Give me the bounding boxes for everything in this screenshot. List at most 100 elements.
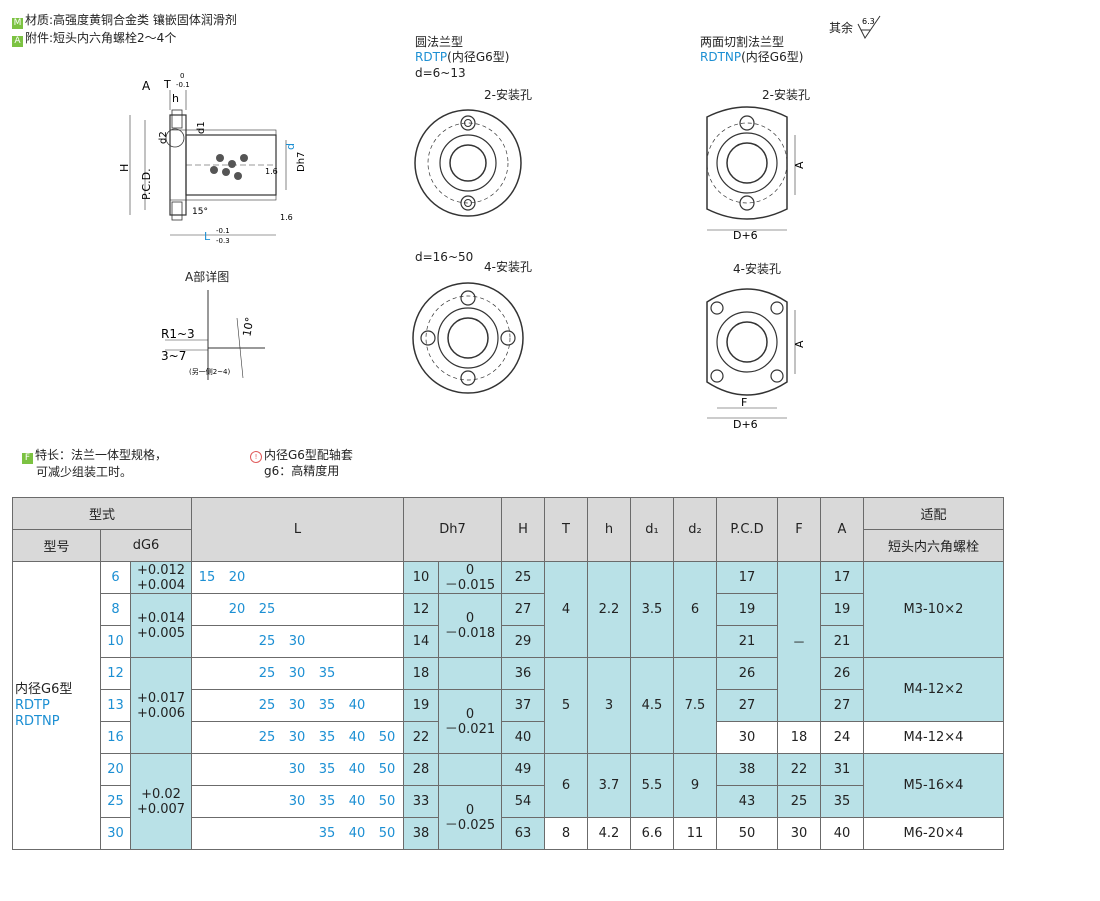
roughness-icon: 6.3: [857, 15, 881, 39]
cut-flange-4-hole-drawing: F D+6 A: [706, 288, 806, 430]
detail-depth: 3~7: [161, 349, 186, 363]
h-value: 25: [501, 561, 545, 594]
dim-pcd: P.C.D.: [140, 168, 153, 200]
d-value: 10: [100, 625, 131, 658]
d1-value: 3.5: [630, 561, 674, 658]
a-value: 19: [820, 593, 864, 626]
small-h-value: 2.2: [587, 561, 631, 658]
t-value: 5: [544, 657, 588, 754]
d-value: 25: [100, 785, 131, 818]
dh7-tol-blank: [438, 753, 502, 786]
dg6-tol: +0.017+0.006: [130, 657, 192, 754]
a-value: 27: [820, 689, 864, 722]
cut-flange-2-hole-drawing: D+6 A: [706, 106, 806, 240]
bolt-value: M4-12×4: [863, 721, 1004, 754]
pcd-value: 30: [716, 721, 778, 754]
round-flange-4-hole-drawing: [412, 282, 524, 394]
a-value: 35: [820, 785, 864, 818]
dim-d2: d2: [158, 131, 169, 144]
dh7-value: 18: [403, 657, 439, 690]
rough-inner: 1.6: [265, 167, 278, 176]
header-d2: d₂: [673, 497, 717, 562]
header-dg6: dG6: [100, 529, 192, 562]
detail-a-drawing: R1~3 3~7 10° (另一侧2~4): [161, 290, 265, 380]
round-4-holes-label: 4-安装孔: [484, 260, 532, 274]
dg6-tol: +0.02+0.007: [130, 753, 192, 850]
dim-l-tol-bot: -0.3: [216, 237, 230, 245]
bolt-value: M5-16×4: [863, 753, 1004, 818]
cut-4-holes-label: 4-安装孔: [733, 262, 781, 276]
d-value: 6: [100, 561, 131, 594]
detail-side-note: (另一侧2~4): [189, 367, 231, 376]
header-l: L: [191, 497, 404, 562]
side-section-drawing: A T 0 -0.1 h d1 d2 H P.C.D. Dh7 d 1.6 1.…: [118, 72, 307, 245]
round-2-holes-label: 2-安装孔: [484, 88, 532, 102]
dh7-value: 14: [403, 625, 439, 658]
a-badge: A: [12, 36, 23, 47]
dg6-tol: +0.012+0.004: [130, 561, 192, 594]
dim-d: d: [284, 143, 297, 150]
dh7-tol: 0－0.025: [438, 785, 502, 850]
dim-h: h: [172, 92, 179, 105]
pcd-value: 50: [716, 817, 778, 850]
dim-d1: d1: [196, 121, 207, 134]
cut-flange-title: 两面切割法兰型: [700, 35, 785, 49]
pcd-value: 26: [716, 657, 778, 690]
d-range-small: d=6~13: [415, 66, 466, 80]
spec-table: 型式 L Dh7 H T h d₁ d₂ P.C.D F A 适配 型号 dG6…: [12, 497, 1004, 850]
bolt-value: M6-20×4: [863, 817, 1004, 850]
dh7-value: 10: [403, 561, 439, 594]
header-h: H: [501, 497, 545, 562]
cut-2-dim-a: A: [793, 161, 806, 169]
header-d1: d₁: [630, 497, 674, 562]
pcd-value: 21: [716, 625, 778, 658]
t-value: 8: [544, 817, 588, 850]
pcd-value: 27: [716, 689, 778, 722]
a-value: 24: [820, 721, 864, 754]
dim-a: A: [142, 79, 151, 93]
d-value: 13: [100, 689, 131, 722]
fit-note: !内径G6型配轴套 g6：高精度用: [250, 447, 353, 479]
h-value: 40: [501, 721, 545, 754]
cut-2-dim-d6: D+6: [733, 229, 758, 240]
cut-4-dim-a: A: [793, 340, 806, 348]
h-value: 63: [501, 817, 545, 850]
h-value: 27: [501, 593, 545, 626]
detail-radius: R1~3: [161, 327, 195, 341]
dh7-tol: 0－0.018: [438, 593, 502, 658]
a-value: 31: [820, 753, 864, 786]
d1-value: 6.6: [630, 817, 674, 850]
round-flange-2-hole-drawing: [414, 109, 522, 217]
cut-4-dim-f: F: [741, 396, 747, 409]
f-value: 22: [777, 753, 821, 786]
d2-value: 11: [673, 817, 717, 850]
d-value: 30: [100, 817, 131, 850]
round-flange-title: 圆法兰型: [415, 35, 464, 49]
h-value: 37: [501, 689, 545, 722]
d2-value: 7.5: [673, 657, 717, 754]
dim-l-tol-top: -0.1: [216, 227, 230, 235]
bolt-value: M3-10×2: [863, 561, 1004, 658]
dh7-value: 33: [403, 785, 439, 818]
dh7-tol: 0－0.015: [438, 561, 502, 594]
a-value: 40: [820, 817, 864, 850]
model-cell: 内径G6型 RDTP RDTNP: [12, 561, 101, 850]
d-value: 16: [100, 721, 131, 754]
t-value: 6: [544, 753, 588, 818]
dh7-value: 22: [403, 721, 439, 754]
pcd-value: 17: [716, 561, 778, 594]
header-pcd: P.C.D: [716, 497, 778, 562]
header-fit-sub: 短头内六角螺栓: [863, 529, 1004, 562]
detail-angle: 10°: [240, 316, 256, 337]
dh7-value: 38: [403, 817, 439, 850]
